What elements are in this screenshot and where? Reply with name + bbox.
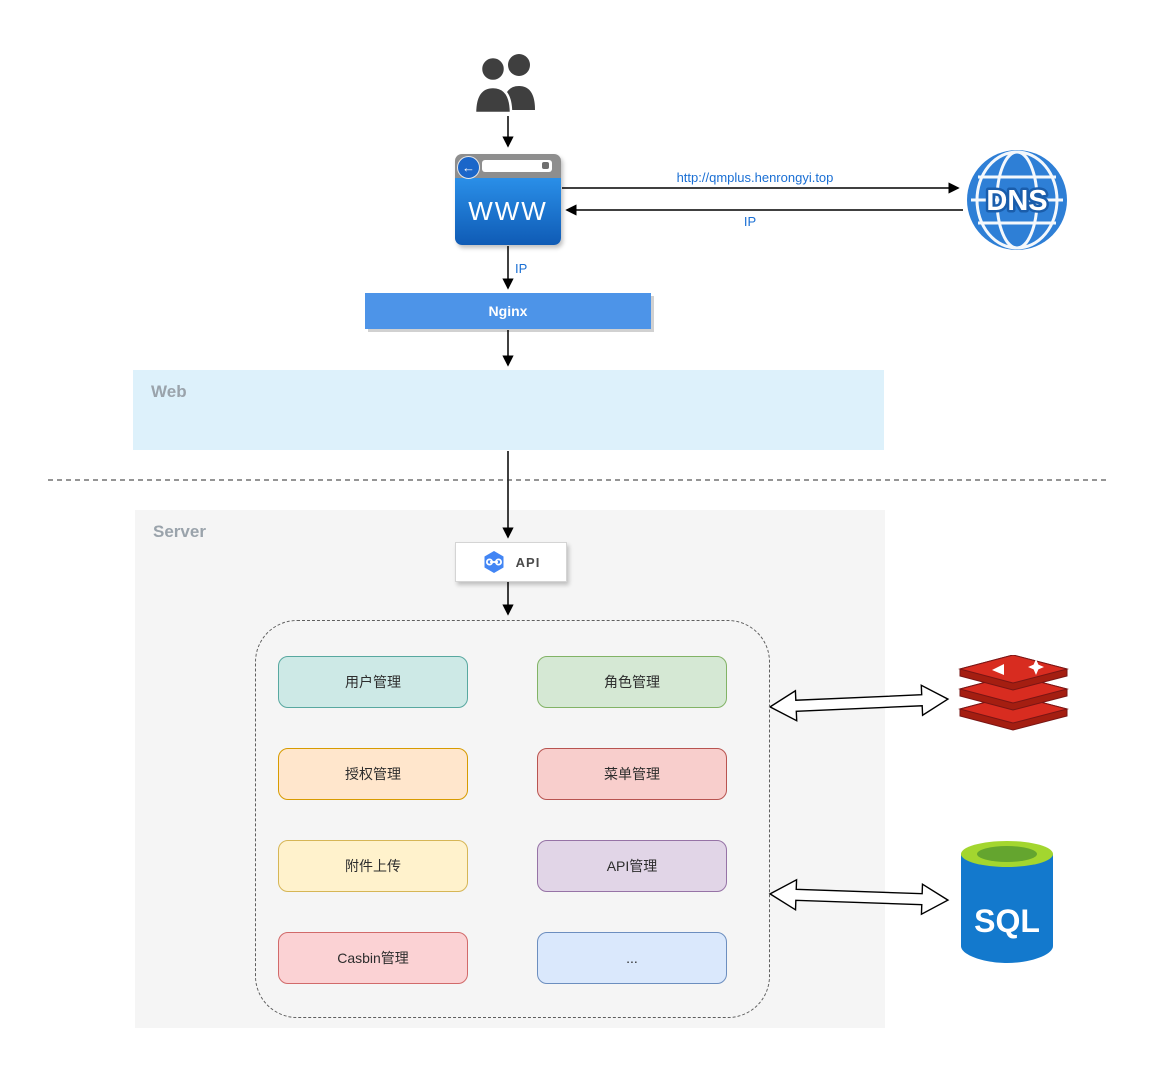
browser-www-label: WWW (455, 178, 561, 245)
module-file-upload: 附件上传 (278, 840, 468, 892)
browser-addressbar (482, 160, 552, 172)
dns-response-ip-label: IP (743, 214, 757, 229)
module-menu-management: 菜单管理 (537, 748, 727, 800)
web-region: Web (133, 370, 884, 450)
redis-icon (958, 655, 1069, 731)
nginx-label: Nginx (488, 303, 528, 319)
api-hexagon-icon (484, 551, 504, 573)
nginx-node: Nginx (365, 293, 651, 329)
browser-nginx-ip-label: IP (515, 261, 528, 276)
sql-label: SQL (974, 903, 1040, 939)
users-icon (473, 54, 535, 114)
browser-icon: WWW ← (455, 154, 561, 245)
browser-menu-dot (542, 162, 549, 169)
module-api-management: API管理 (537, 840, 727, 892)
module-more: ... (537, 932, 727, 984)
module-role-management: 角色管理 (537, 656, 727, 708)
api-node: API (455, 542, 567, 582)
dns-request-url-label: http://qmplus.henrongyi.top (676, 170, 834, 185)
api-label: API (515, 554, 541, 570)
module-user-management: 用户管理 (278, 656, 468, 708)
server-region-label: Server (153, 522, 206, 541)
dns-globe-icon: DNS (967, 150, 1067, 250)
server-region: Server (135, 510, 885, 1028)
dns-label: DNS (986, 185, 1047, 217)
back-arrow-icon: ← (457, 156, 480, 179)
sql-database-icon: SQL (961, 841, 1053, 963)
module-casbin-management: Casbin管理 (278, 932, 468, 984)
web-region-label: Web (151, 382, 187, 401)
server-modules-group: 用户管理 角色管理 授权管理 菜单管理 附件上传 API管理 Casbin管理 … (255, 620, 770, 1018)
module-auth-management: 授权管理 (278, 748, 468, 800)
